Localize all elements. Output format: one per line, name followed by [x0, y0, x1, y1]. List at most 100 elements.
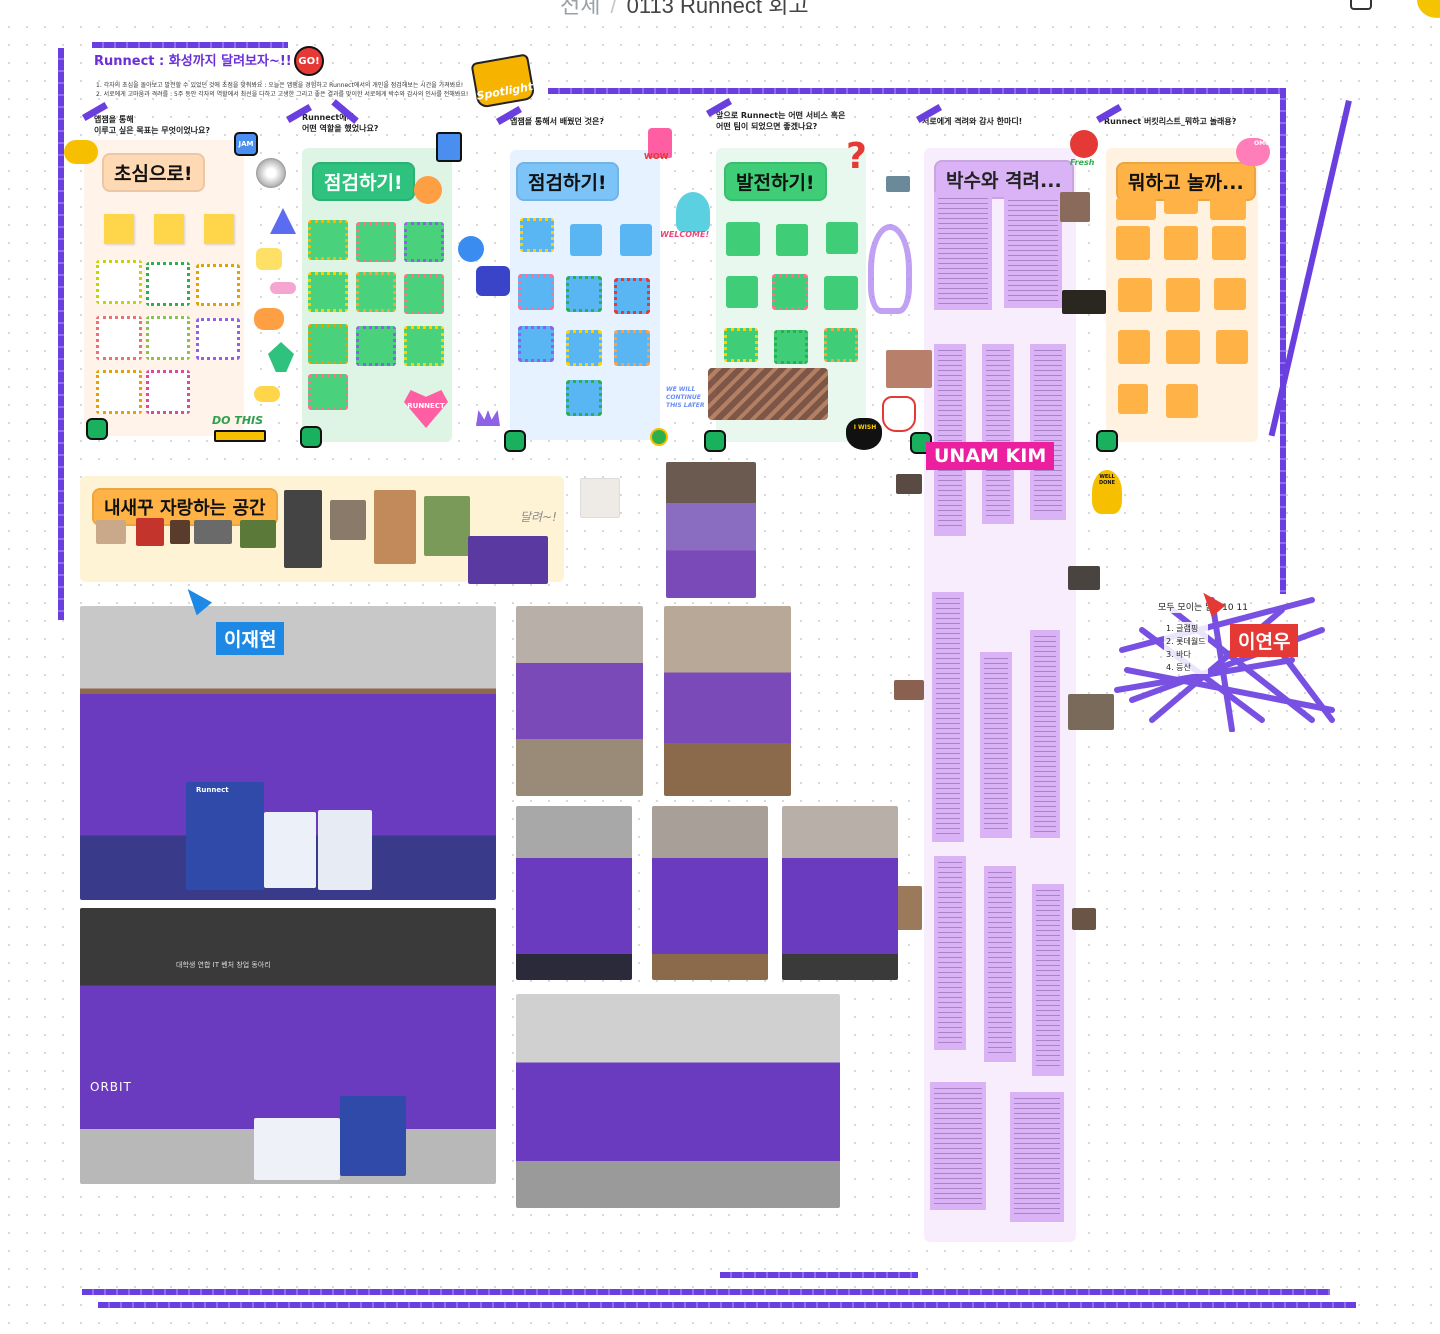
text-note[interactable]	[932, 592, 964, 842]
sticky-note[interactable]	[1212, 226, 1246, 260]
disco-ball-icon[interactable]	[256, 158, 286, 188]
spotlight-sticker[interactable]: Spotlight	[470, 53, 536, 109]
cake-sticker[interactable]	[648, 128, 672, 158]
text-note[interactable]	[934, 192, 992, 310]
pet-photo[interactable]	[284, 490, 322, 568]
decorated-note[interactable]	[404, 274, 444, 314]
pattern-sticker[interactable]	[476, 266, 510, 296]
decorated-note[interactable]	[614, 278, 650, 314]
text-note[interactable]	[930, 1082, 986, 1210]
sticky-note[interactable]	[620, 224, 652, 256]
decorated-note[interactable]	[614, 330, 650, 366]
team-group-photo[interactable]	[468, 536, 548, 584]
face-meme-image[interactable]	[1060, 192, 1090, 222]
sticky-note[interactable]	[1210, 194, 1246, 220]
decorated-note[interactable]	[520, 218, 554, 252]
pet-photo[interactable]	[194, 520, 232, 544]
pet-photo[interactable]	[136, 518, 164, 546]
breadcrumb-parent[interactable]: 전체	[560, 0, 601, 18]
decorated-note[interactable]	[96, 316, 142, 360]
text-note[interactable]	[934, 856, 966, 1050]
decorated-note[interactable]	[774, 330, 808, 364]
sticky-note[interactable]	[1118, 278, 1152, 312]
decorated-note[interactable]	[356, 222, 396, 262]
text-note[interactable]	[980, 652, 1012, 838]
pet-photo[interactable]	[240, 520, 276, 548]
decorated-note[interactable]	[566, 276, 602, 312]
decorated-note[interactable]	[566, 380, 602, 416]
go-sticker[interactable]: GO!	[294, 46, 324, 76]
meme-image[interactable]	[1068, 566, 1100, 590]
team-photo[interactable]	[664, 606, 791, 796]
avatar[interactable]	[1417, 0, 1440, 18]
face-meme-image[interactable]	[886, 350, 932, 388]
sticky-note[interactable]	[1214, 278, 1246, 310]
pet-photo[interactable]	[330, 500, 366, 540]
text-note[interactable]	[984, 866, 1016, 1062]
team-photo[interactable]	[782, 806, 898, 980]
checkmark-stamp-icon[interactable]	[86, 418, 108, 440]
wow-sticker[interactable]: WOW	[644, 152, 669, 161]
meme-image[interactable]	[886, 176, 910, 192]
text-note[interactable]	[1010, 1092, 1064, 1222]
decorated-note[interactable]	[356, 326, 396, 366]
sticky-note[interactable]	[1216, 330, 1248, 364]
sticky-note[interactable]	[154, 214, 184, 244]
retro-sticker[interactable]	[254, 308, 284, 330]
decorated-note[interactable]	[146, 370, 190, 414]
decorated-note[interactable]	[96, 370, 142, 414]
donut-sticker[interactable]	[254, 386, 280, 402]
dog-photo[interactable]	[580, 478, 620, 518]
jam-sticker[interactable]: JAM	[234, 132, 258, 156]
fox-sticker[interactable]	[414, 176, 442, 204]
checkmark-stamp-icon[interactable]	[300, 426, 322, 448]
meme-image[interactable]	[896, 886, 922, 930]
pet-photo[interactable]	[170, 520, 190, 544]
decorated-note[interactable]	[146, 262, 190, 306]
team-photo[interactable]	[652, 806, 768, 980]
sticky-note[interactable]	[1166, 330, 1200, 364]
order-list-icon[interactable]	[436, 132, 462, 162]
meme-image[interactable]	[896, 474, 922, 494]
text-note[interactable]	[1004, 194, 1062, 308]
face-meme-image[interactable]	[1068, 694, 1114, 730]
decorated-note[interactable]	[404, 326, 444, 366]
checkmark-stamp-icon[interactable]	[504, 430, 526, 452]
crown-sticker[interactable]	[476, 410, 500, 426]
sticky-note[interactable]	[776, 224, 808, 256]
team-photo[interactable]	[666, 462, 756, 598]
decorated-note[interactable]	[824, 328, 858, 362]
sticky-note[interactable]	[1116, 226, 1150, 260]
sticky-note[interactable]	[1166, 278, 1200, 312]
text-note[interactable]	[934, 344, 966, 536]
decorated-note[interactable]	[96, 260, 142, 304]
decorated-note[interactable]	[308, 324, 348, 364]
meme-image[interactable]	[1072, 908, 1096, 930]
checkmark-stamp-icon[interactable]	[1096, 430, 1118, 452]
eye-sticker[interactable]	[458, 236, 484, 262]
decorated-note[interactable]	[308, 220, 348, 260]
decorated-note[interactable]	[724, 328, 758, 362]
sticky-note[interactable]	[104, 214, 134, 244]
welcome-sticker[interactable]: WELCOME!	[660, 230, 710, 239]
sticky-note[interactable]	[1164, 226, 1198, 260]
number-one-badge[interactable]	[650, 428, 668, 446]
sticky-note[interactable]	[1166, 384, 1198, 418]
well-done-sticker[interactable]	[1092, 470, 1122, 514]
team-photo[interactable]	[516, 606, 643, 796]
sticky-note[interactable]	[1116, 198, 1156, 220]
breadcrumb-current[interactable]: 0113 Runnect 회고	[626, 0, 809, 18]
decorated-note[interactable]	[566, 330, 602, 366]
sticky-note[interactable]	[1164, 192, 1198, 214]
sticky-note[interactable]	[204, 214, 234, 244]
sticky-note[interactable]	[1118, 384, 1148, 414]
decorated-note[interactable]	[404, 222, 444, 262]
meme-image[interactable]	[1062, 290, 1106, 314]
sticky-note[interactable]	[826, 222, 858, 254]
pet-photo[interactable]	[424, 496, 470, 556]
omg-sticker[interactable]	[1236, 138, 1270, 166]
apple-sticker[interactable]	[1070, 130, 1098, 158]
we-will-continue-sticker[interactable]: WE WILL CONTINUE THIS LATER	[666, 386, 705, 409]
checkmark-stamp-icon[interactable]	[704, 430, 726, 452]
palm-tree-sticker[interactable]	[268, 342, 294, 372]
